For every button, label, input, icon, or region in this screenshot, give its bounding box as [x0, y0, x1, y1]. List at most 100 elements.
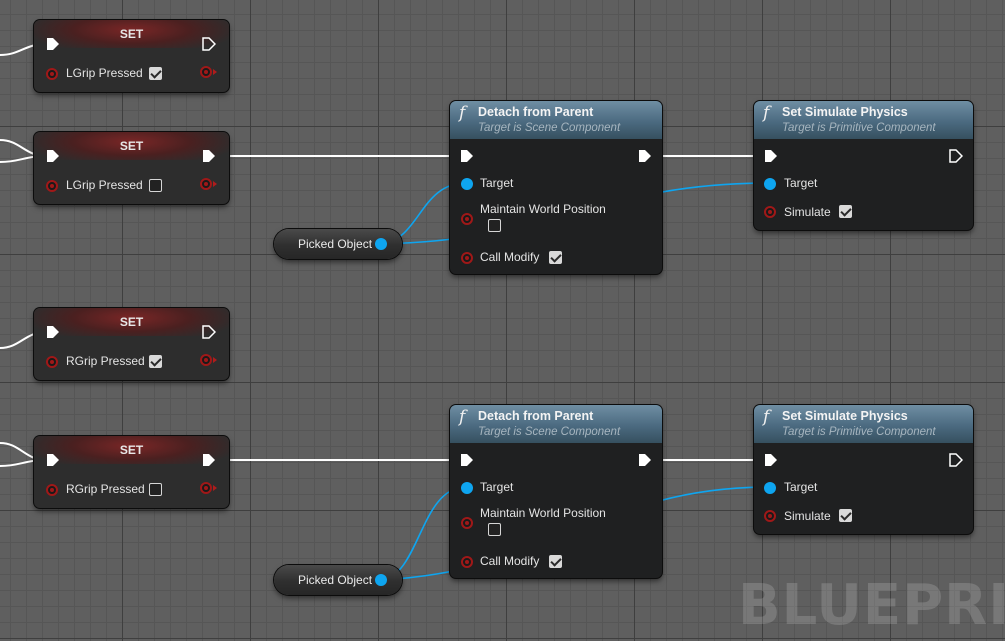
set-node-header — [34, 308, 229, 336]
call-modify-checkbox[interactable] — [549, 555, 562, 568]
target-pin[interactable] — [764, 178, 776, 190]
function-subtitle: Target is Primitive Component — [782, 426, 936, 438]
simulate-label: Simulate — [784, 205, 831, 219]
exec-out-pin[interactable] — [202, 325, 216, 339]
exec-out-pin[interactable] — [202, 453, 216, 467]
exec-out-pin[interactable] — [638, 453, 652, 467]
variable-label: LGrip Pressed — [66, 178, 143, 192]
simulate-label: Simulate — [784, 509, 831, 523]
set-node-rgrip-pressed-false[interactable]: SET RGrip Pressed — [34, 436, 229, 508]
function-header: f Set Simulate Physics Target is Primiti… — [754, 101, 973, 139]
target-pin[interactable] — [461, 482, 473, 494]
maintain-world-position-pin[interactable] — [461, 517, 473, 529]
maintain-world-position-checkbox[interactable] — [488, 523, 501, 536]
set-node-rgrip-pressed-true[interactable]: SET RGrip Pressed — [34, 308, 229, 380]
call-modify-pin[interactable] — [461, 252, 473, 264]
set-node-header — [34, 20, 229, 48]
simulate-pin[interactable] — [764, 510, 776, 522]
bool-out-pin[interactable] — [200, 66, 212, 78]
function-title: Detach from Parent — [478, 409, 594, 423]
call-modify-label: Call Modify — [480, 554, 540, 568]
bool-in-pin[interactable] — [46, 356, 58, 368]
simulate-pin[interactable] — [764, 206, 776, 218]
function-subtitle: Target is Scene Component — [478, 426, 621, 438]
set-simulate-physics-node[interactable]: f Set Simulate Physics Target is Primiti… — [754, 405, 973, 534]
set-node-lgrip-pressed-true[interactable]: SET LGrip Pressed — [34, 20, 229, 92]
set-node-header — [34, 436, 229, 464]
exec-out-pin[interactable] — [949, 453, 963, 467]
function-title: Set Simulate Physics — [782, 105, 908, 119]
bool-in-pin[interactable] — [46, 484, 58, 496]
maintain-world-position-label: Maintain World Position — [480, 202, 606, 216]
simulate-checkbox[interactable] — [839, 509, 852, 522]
variable-label: Picked Object — [298, 237, 373, 251]
call-modify-checkbox[interactable] — [549, 251, 562, 264]
bool-out-pin[interactable] — [200, 482, 212, 494]
set-node-title: SET — [119, 139, 144, 153]
function-icon: f — [459, 103, 466, 123]
exec-in-pin[interactable] — [46, 325, 60, 339]
set-node-header — [34, 132, 229, 160]
object-out-pin[interactable] — [375, 238, 387, 250]
exec-in-pin[interactable] — [46, 149, 60, 163]
target-label: Target — [784, 480, 818, 494]
picked-object-variable-node[interactable]: Picked Object — [274, 565, 402, 595]
function-subtitle: Target is Scene Component — [478, 122, 621, 134]
exec-in-pin[interactable] — [46, 453, 60, 467]
pin-arrow-icon — [213, 485, 217, 491]
target-label: Target — [784, 176, 818, 190]
maintain-world-position-checkbox[interactable] — [488, 219, 501, 232]
function-title: Set Simulate Physics — [782, 409, 908, 423]
target-pin[interactable] — [764, 482, 776, 494]
checkbox[interactable] — [149, 179, 162, 192]
function-header: f Detach from Parent Target is Scene Com… — [450, 405, 662, 443]
variable-label: RGrip Pressed — [66, 482, 145, 496]
bool-in-pin[interactable] — [46, 180, 58, 192]
set-simulate-physics-node[interactable]: f Set Simulate Physics Target is Primiti… — [754, 101, 973, 230]
exec-in-pin[interactable] — [46, 37, 60, 51]
call-modify-pin[interactable] — [461, 556, 473, 568]
blueprint-watermark: BLUEPRINT — [738, 573, 1005, 638]
maintain-world-position-label: Maintain World Position — [480, 506, 606, 520]
bool-out-pin[interactable] — [200, 178, 212, 190]
variable-label: LGrip Pressed — [66, 66, 143, 80]
function-title: Detach from Parent — [478, 105, 594, 119]
picked-object-variable-node[interactable]: Picked Object — [274, 229, 402, 259]
exec-in-pin[interactable] — [764, 149, 778, 163]
pin-arrow-icon — [213, 357, 217, 363]
exec-in-pin[interactable] — [460, 453, 474, 467]
bool-out-pin[interactable] — [200, 354, 212, 366]
exec-in-pin[interactable] — [764, 453, 778, 467]
detach-from-parent-node[interactable]: f Detach from Parent Target is Scene Com… — [450, 101, 662, 274]
variable-label: Picked Object — [298, 573, 373, 587]
function-header: f Set Simulate Physics Target is Primiti… — [754, 405, 973, 443]
set-node-title: SET — [119, 443, 144, 457]
function-icon: f — [763, 103, 770, 123]
object-out-pin[interactable] — [375, 574, 387, 586]
call-modify-label: Call Modify — [480, 250, 540, 264]
function-icon: f — [459, 407, 466, 427]
set-node-title: SET — [119, 315, 144, 329]
target-label: Target — [480, 480, 514, 494]
pin-arrow-icon — [213, 69, 217, 75]
variable-label: RGrip Pressed — [66, 354, 145, 368]
function-header: f Detach from Parent Target is Scene Com… — [450, 101, 662, 139]
exec-out-pin[interactable] — [202, 37, 216, 51]
set-node-title: SET — [119, 27, 144, 41]
checkbox[interactable] — [149, 67, 162, 80]
function-subtitle: Target is Primitive Component — [782, 122, 936, 134]
exec-out-pin[interactable] — [202, 149, 216, 163]
detach-from-parent-node[interactable]: f Detach from Parent Target is Scene Com… — [450, 405, 662, 578]
target-label: Target — [480, 176, 514, 190]
target-pin[interactable] — [461, 178, 473, 190]
pin-arrow-icon — [213, 181, 217, 187]
set-node-lgrip-pressed-false[interactable]: SET LGrip Pressed — [34, 132, 229, 204]
simulate-checkbox[interactable] — [839, 205, 852, 218]
bool-in-pin[interactable] — [46, 68, 58, 80]
exec-in-pin[interactable] — [460, 149, 474, 163]
exec-out-pin[interactable] — [949, 149, 963, 163]
checkbox[interactable] — [149, 483, 162, 496]
exec-out-pin[interactable] — [638, 149, 652, 163]
maintain-world-position-pin[interactable] — [461, 213, 473, 225]
checkbox[interactable] — [149, 355, 162, 368]
